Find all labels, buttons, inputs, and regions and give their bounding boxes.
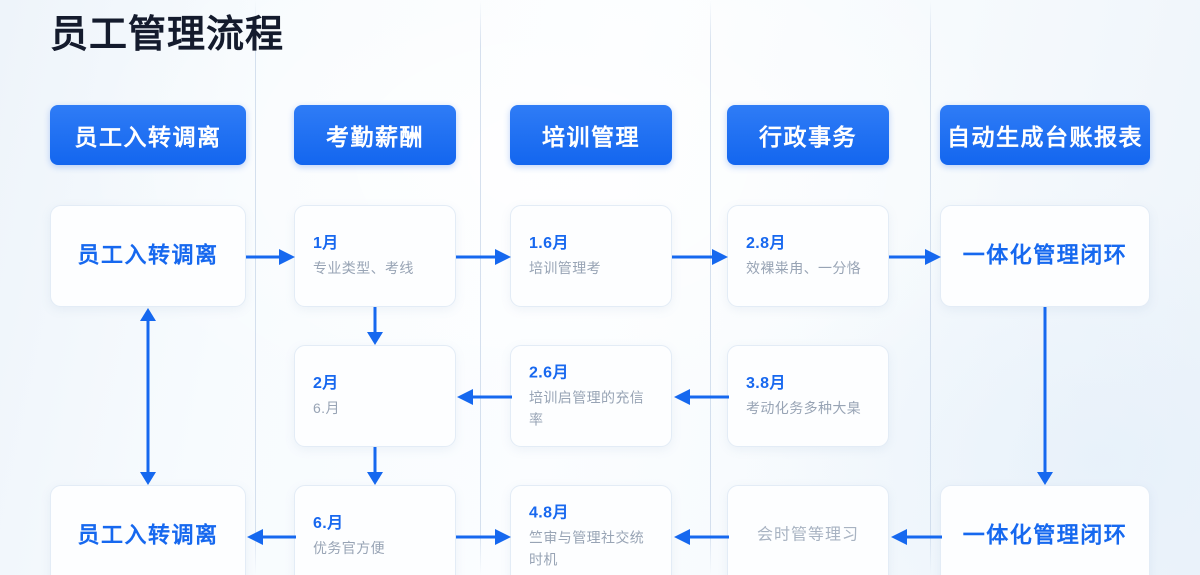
card-body: 1月 专业类型、考线	[313, 232, 441, 280]
card-body: 1.6月 培训管理考	[529, 232, 657, 280]
card-title-text: 4.8月	[529, 504, 569, 522]
column-header-label: 培训管理	[542, 124, 640, 150]
arrow-col1-vertical-double	[139, 307, 157, 486]
page-title: 员工管理流程	[50, 14, 285, 56]
card-sub-text: 考动化务多种大臬	[746, 400, 862, 417]
card-r3c2[interactable]: 6.月 优务官方便	[294, 485, 456, 575]
card-title-text: 2.6月	[529, 364, 569, 382]
card-main-text: 一体化管理闭环	[962, 522, 1128, 548]
card-r1c1[interactable]: 员工入转调离	[50, 205, 246, 307]
card-r2c2[interactable]: 2月 6.月	[294, 345, 456, 447]
column-header-auto-ledger-report[interactable]: 自动生成台账报表	[940, 105, 1150, 165]
card-main-text: 一体化管理闭环	[962, 242, 1128, 268]
column-header-label: 行政事务	[759, 124, 857, 150]
arrow-r1-c3-to-c4	[672, 248, 729, 266]
card-sub-text: 培训启管理的充信率	[529, 389, 645, 427]
arrow-r1-c1-to-c2	[246, 248, 296, 266]
arrow-r3-c5-to-c4	[889, 528, 942, 546]
column-header-training-management[interactable]: 培训管理	[510, 105, 672, 165]
card-main-text: 会时管等理习	[756, 526, 859, 544]
arrow-r3-c4-to-c3	[672, 528, 729, 546]
arrow-r1-c2-to-c3	[456, 248, 512, 266]
card-sub-text: 专业类型、考线	[313, 260, 414, 277]
arrow-col2-r2-to-r3	[366, 447, 384, 486]
column-divider-1	[255, 0, 256, 575]
card-sub-text: 竺审与管理社交统时机	[529, 529, 645, 567]
card-r1c4[interactable]: 2.8月 效裸粜甪、一分恪	[727, 205, 889, 307]
card-body: 员工入转调离	[51, 242, 245, 271]
card-r3c5[interactable]: 一体化管理闭环	[940, 485, 1150, 575]
column-divider-2	[480, 0, 481, 575]
arrow-r3-c3-to-c2	[456, 528, 512, 546]
card-main-text: 员工入转调离	[77, 522, 219, 548]
card-body: 3.8月 考动化务多种大臬	[746, 372, 874, 420]
card-sub-text: 培训管理考	[529, 260, 601, 277]
arrow-r1-c4-to-c5	[889, 248, 942, 266]
column-header-label: 自动生成台账报表	[947, 124, 1143, 150]
arrow-col5-r1-to-r3	[1036, 307, 1054, 486]
card-sub-text: 6.月	[313, 400, 340, 417]
arrow-r2-c4-to-c3	[672, 388, 729, 406]
card-body: 员工入转调离	[51, 522, 245, 551]
card-body: 2月 6.月	[313, 372, 441, 420]
column-header-label: 考勤薪酬	[326, 124, 424, 150]
card-r2c4[interactable]: 3.8月 考动化务多种大臬	[727, 345, 889, 447]
column-divider-3	[710, 0, 711, 575]
card-r1c3[interactable]: 1.6月 培训管理考	[510, 205, 672, 307]
card-r3c1[interactable]: 员工入转调离	[50, 485, 246, 575]
column-header-employee-transfer[interactable]: 员工入转调离	[50, 105, 246, 165]
card-title-text: 1.6月	[529, 235, 569, 253]
card-main-text: 员工入转调离	[77, 242, 219, 268]
card-title-text: 2.8月	[746, 235, 786, 253]
card-r3c3[interactable]: 4.8月 竺审与管理社交统时机	[510, 485, 672, 575]
column-header-administrative-affairs[interactable]: 行政事务	[727, 105, 889, 165]
arrow-r3-c2-to-c1	[246, 528, 296, 546]
card-body: 一体化管理闭环	[941, 242, 1149, 271]
column-header-attendance-salary[interactable]: 考勤薪酬	[294, 105, 456, 165]
card-body: 2.6月 培训启管理的充信率	[529, 361, 657, 430]
card-r3c4[interactable]: 会时管等理习	[727, 485, 889, 575]
arrow-r2-c3-to-c2	[456, 388, 512, 406]
card-title-text: 6.月	[313, 515, 344, 533]
card-body: 会时管等理习	[728, 526, 888, 547]
card-body: 一体化管理闭环	[941, 522, 1149, 551]
card-body: 6.月 优务官方便	[313, 512, 441, 560]
card-body: 4.8月 竺审与管理社交统时机	[529, 501, 657, 570]
card-r1c5[interactable]: 一体化管理闭环	[940, 205, 1150, 307]
card-r2c3[interactable]: 2.6月 培训启管理的充信率	[510, 345, 672, 447]
card-title-text: 3.8月	[746, 375, 786, 393]
card-sub-text: 效裸粜甪、一分恪	[746, 260, 862, 277]
column-divider-4	[930, 0, 931, 575]
card-title-text: 2月	[313, 375, 339, 393]
card-r1c2[interactable]: 1月 专业类型、考线	[294, 205, 456, 307]
card-sub-text: 优务官方便	[313, 540, 385, 557]
card-title-text: 1月	[313, 235, 339, 253]
card-body: 2.8月 效裸粜甪、一分恪	[746, 232, 874, 280]
arrow-col2-r1-to-r2	[366, 307, 384, 346]
column-header-label: 员工入转调离	[74, 124, 222, 150]
